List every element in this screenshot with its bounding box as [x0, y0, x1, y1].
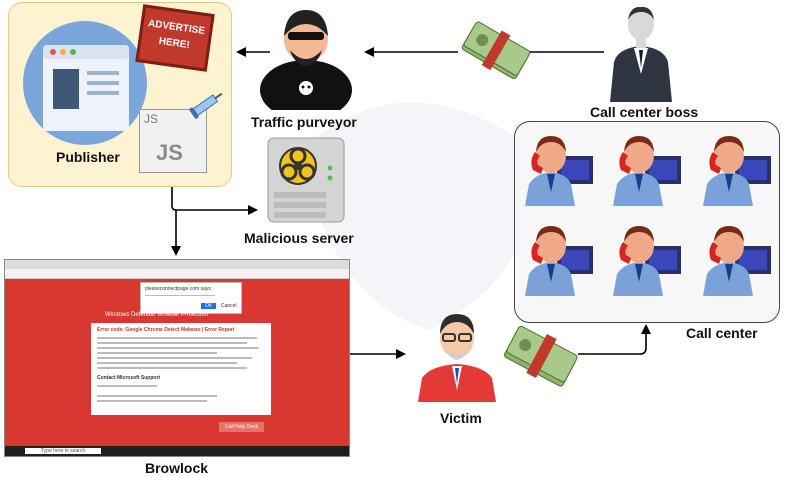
call-center-box [514, 121, 780, 323]
fake-popup-title: pleaseconnectpage.com says [145, 286, 211, 292]
js-badge-large: JS [156, 140, 183, 165]
money-stack-icon-top [461, 21, 530, 80]
publisher-box: ADVERTISE HERE! JS JS [8, 2, 232, 187]
fake-popup-cancel: Cancel [221, 303, 237, 309]
label-call-center-boss: Call center boss [590, 104, 699, 120]
operator-6 [699, 220, 775, 301]
browser-addressbar [5, 269, 349, 279]
fake-contact: Contact Microsoft Support [97, 375, 161, 381]
fake-banner: Windows Defender Browser Protection [105, 312, 209, 318]
victim-icon [418, 314, 496, 402]
website-icon [23, 21, 147, 145]
arrow-money-to-callcenter [578, 324, 651, 355]
operator-icon [525, 136, 593, 206]
operator-1 [521, 130, 597, 211]
operator-icon [703, 136, 771, 206]
syringe-icon [188, 92, 223, 119]
fake-alert-title: Error code: Google Chrome Detect Malware… [97, 327, 235, 333]
fake-alert: Error code: Google Chrome Detect Malware… [91, 323, 271, 415]
windows-taskbar: Type here to search [5, 446, 349, 456]
label-malicious-server: Malicious server [244, 230, 354, 246]
fake-call-button: Call Help Desk [219, 422, 265, 432]
js-file-icon: JS JS [139, 109, 207, 173]
arrow-publisher-to-server [171, 186, 258, 215]
operator-3 [699, 130, 775, 211]
label-browlock: Browlock [145, 460, 209, 476]
operator-2 [609, 130, 685, 211]
watermark-shape [300, 102, 530, 331]
operator-4 [521, 220, 597, 301]
fake-popup-ok: OK [201, 303, 217, 309]
operator-icon [613, 226, 681, 296]
operator-icon [703, 226, 771, 296]
label-call-center: Call center [686, 325, 758, 341]
operator-5 [609, 220, 685, 301]
operator-icon [613, 136, 681, 206]
browser-tabbar [5, 260, 349, 269]
fake-popup: pleaseconnectpage.com says OK Cancel [140, 282, 242, 314]
label-publisher: Publisher [56, 149, 120, 165]
money-stack-icon-bottom [504, 325, 578, 387]
boss-icon [610, 6, 672, 102]
browlock-screenshot: pleaseconnectpage.com says OK Cancel Win… [4, 259, 350, 457]
taskbar-search: Type here to search [25, 448, 102, 454]
js-badge-small: JS [144, 112, 159, 126]
label-victim: Victim [440, 410, 482, 426]
billboard-icon: ADVERTISE HERE! [135, 4, 215, 72]
operator-icon [525, 226, 593, 296]
label-traffic-purveyor: Traffic purveyor [251, 114, 357, 130]
server-biohazard-icon [267, 137, 345, 223]
hacker-icon [260, 10, 352, 110]
